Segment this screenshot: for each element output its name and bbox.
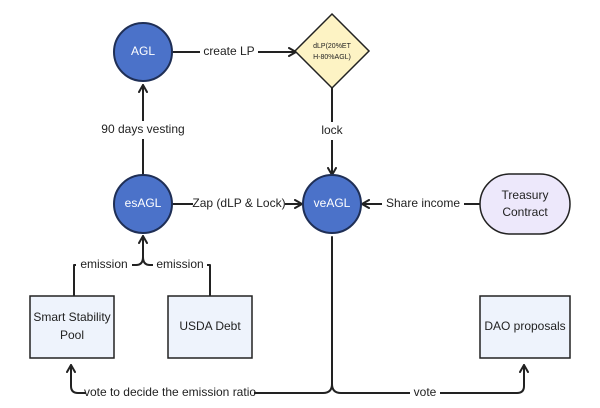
dao-proposals-node: DAO proposals xyxy=(479,295,571,359)
veagl-label: veAGL xyxy=(314,196,351,210)
dao-proposals-label: DAO proposals xyxy=(484,319,565,333)
agl-label: AGL xyxy=(131,44,155,58)
smart-pool-label-line2: Pool xyxy=(60,328,84,342)
treasury-contract-node: Treasury Contract xyxy=(479,173,571,235)
smart-pool-label-line1: Smart Stability xyxy=(33,310,110,324)
edge-vote xyxy=(331,364,529,394)
dlp-label-line1: dLP(20%ET xyxy=(313,43,351,50)
share-income-label: Share income xyxy=(386,196,460,210)
smart-stability-pool-node: Smart Stability Pool xyxy=(29,295,115,359)
zap-label: Zap (dLP & Lock) xyxy=(192,196,285,210)
esagl-label: esAGL xyxy=(125,196,162,210)
vesting-label: 90 days vesting xyxy=(101,122,184,136)
emission-left-label: emission xyxy=(80,257,127,271)
usda-debt-node: USDA Debt xyxy=(167,295,253,359)
emission-right-label: emission xyxy=(156,257,203,271)
veagl-node: veAGL xyxy=(302,174,362,234)
treasury-label-line2: Contract xyxy=(502,205,548,219)
vote-label: vote xyxy=(414,385,437,399)
esagl-node: esAGL xyxy=(113,174,173,234)
create-lp-label: create LP xyxy=(203,44,254,58)
dlp-node: dLP(20%ET H-80%AGL) xyxy=(293,12,371,90)
lock-label: lock xyxy=(321,123,343,137)
treasury-label-line1: Treasury xyxy=(502,188,549,202)
agl-node: AGL xyxy=(113,22,173,82)
vote-emission-label: vote to decide the emission ratio xyxy=(84,385,256,399)
usda-debt-label: USDA Debt xyxy=(179,319,241,333)
dlp-label-line2: H-80%AGL) xyxy=(313,54,351,61)
